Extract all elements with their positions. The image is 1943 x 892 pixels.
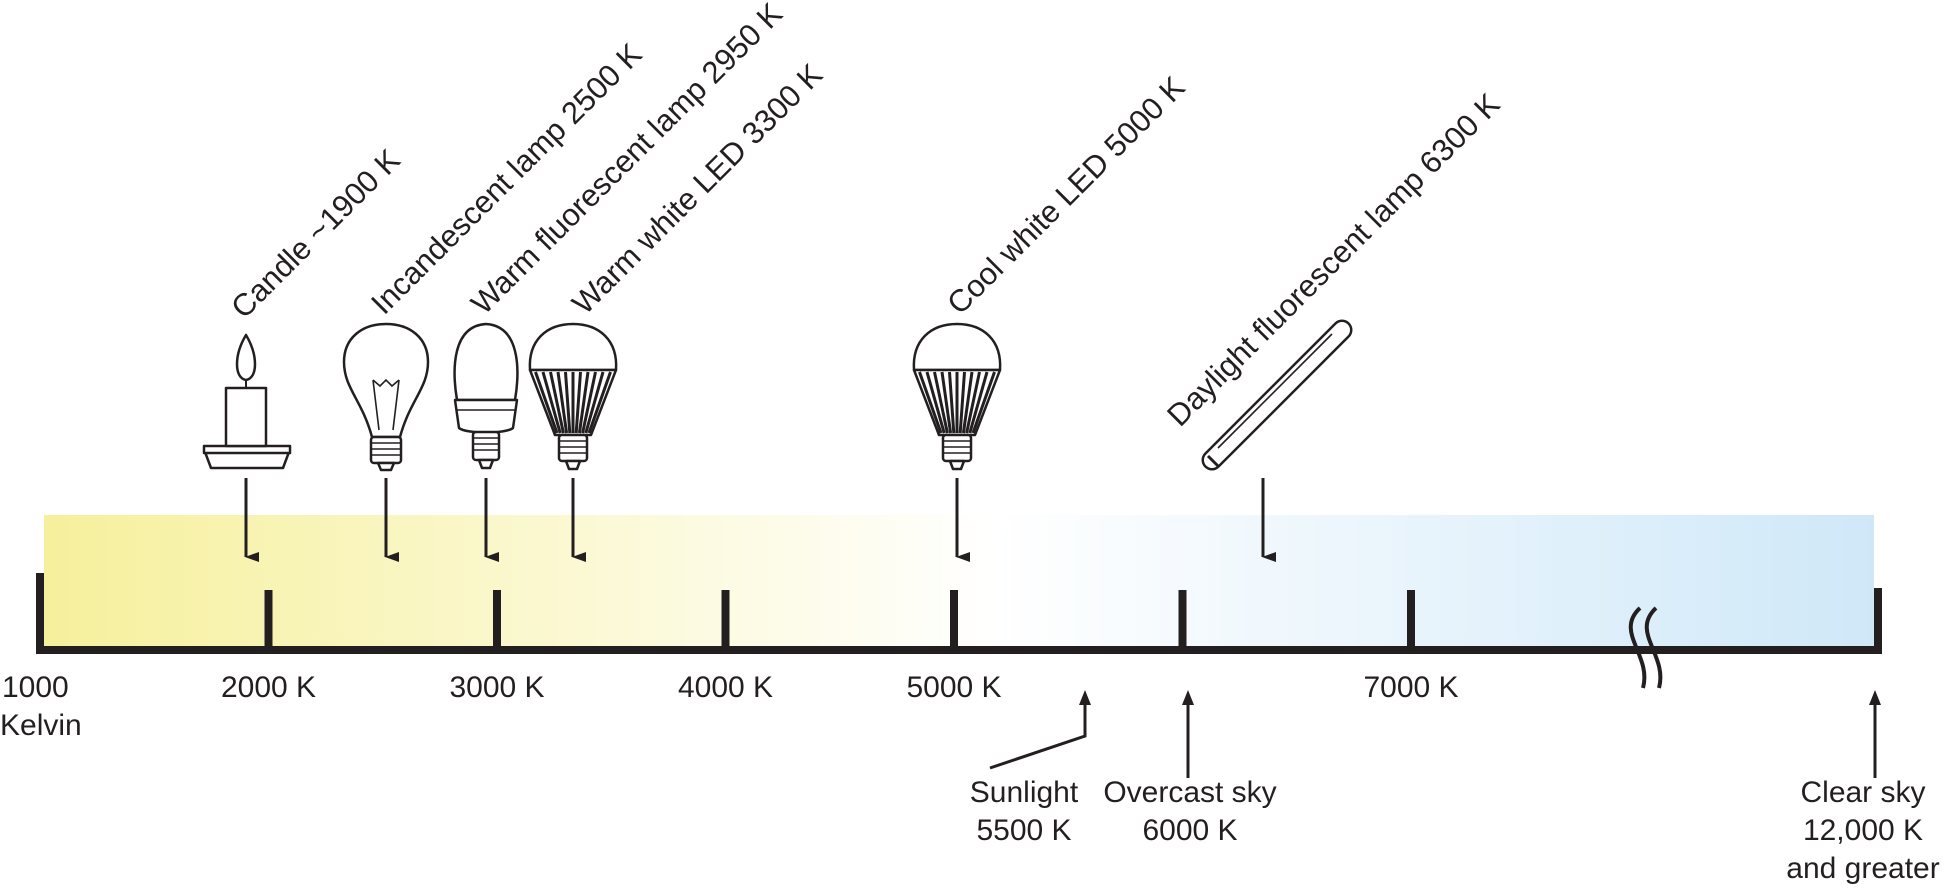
natural-source-label: 5500 K bbox=[976, 814, 1071, 847]
axis-break-icon bbox=[1628, 606, 1663, 689]
fluorescent-tube-icon bbox=[1201, 319, 1353, 471]
axis-tick-label: 5000 K bbox=[906, 671, 1001, 704]
light-source-label: Cool white LED 5000 K bbox=[940, 69, 1192, 321]
axis-tick-label: 3000 K bbox=[449, 671, 544, 704]
natural-light-source: Overcast sky 6000 K bbox=[1103, 690, 1277, 847]
axis-tick-label: 4000 K bbox=[678, 671, 773, 704]
axis-tick-label: 7000 K bbox=[1363, 671, 1458, 704]
natural-light-source: Sunlight 5500 K bbox=[970, 690, 1091, 847]
temperature-gradient-band bbox=[44, 515, 1874, 649]
cfl-bulb-icon bbox=[453, 322, 519, 470]
pointer-arrowhead bbox=[1182, 690, 1194, 705]
natural-source-label: and greater bbox=[1786, 852, 1939, 885]
axis-start-label: 1000 bbox=[2, 671, 69, 704]
natural-light-source: Clear sky 12,000 K and greater bbox=[1786, 690, 1940, 885]
axis-tick-label: 2000 K bbox=[221, 671, 316, 704]
natural-source-label: Overcast sky bbox=[1103, 776, 1276, 809]
light-source: Daylight fluorescent lamp 6300 K bbox=[1160, 86, 1507, 562]
pointer-arrowhead bbox=[1079, 690, 1091, 705]
light-source: Cool white LED 5000 K bbox=[912, 69, 1192, 562]
natural-source-label: 12,000 K bbox=[1803, 814, 1923, 847]
pointer-line bbox=[989, 705, 1087, 770]
pointer-arrowhead bbox=[1869, 690, 1881, 705]
natural-source-label: Clear sky bbox=[1800, 776, 1925, 809]
natural-source-label: Sunlight bbox=[970, 776, 1079, 809]
led-bulb-icon bbox=[912, 322, 1002, 471]
natural-source-label: 6000 K bbox=[1142, 814, 1237, 847]
led-bulb-icon bbox=[528, 322, 618, 471]
incandescent-bulb-icon bbox=[342, 322, 430, 472]
candle-icon bbox=[202, 333, 292, 470]
axis-unit-label: Kelvin bbox=[0, 709, 82, 742]
light-source-label: Daylight fluorescent lamp 6300 K bbox=[1160, 86, 1507, 433]
